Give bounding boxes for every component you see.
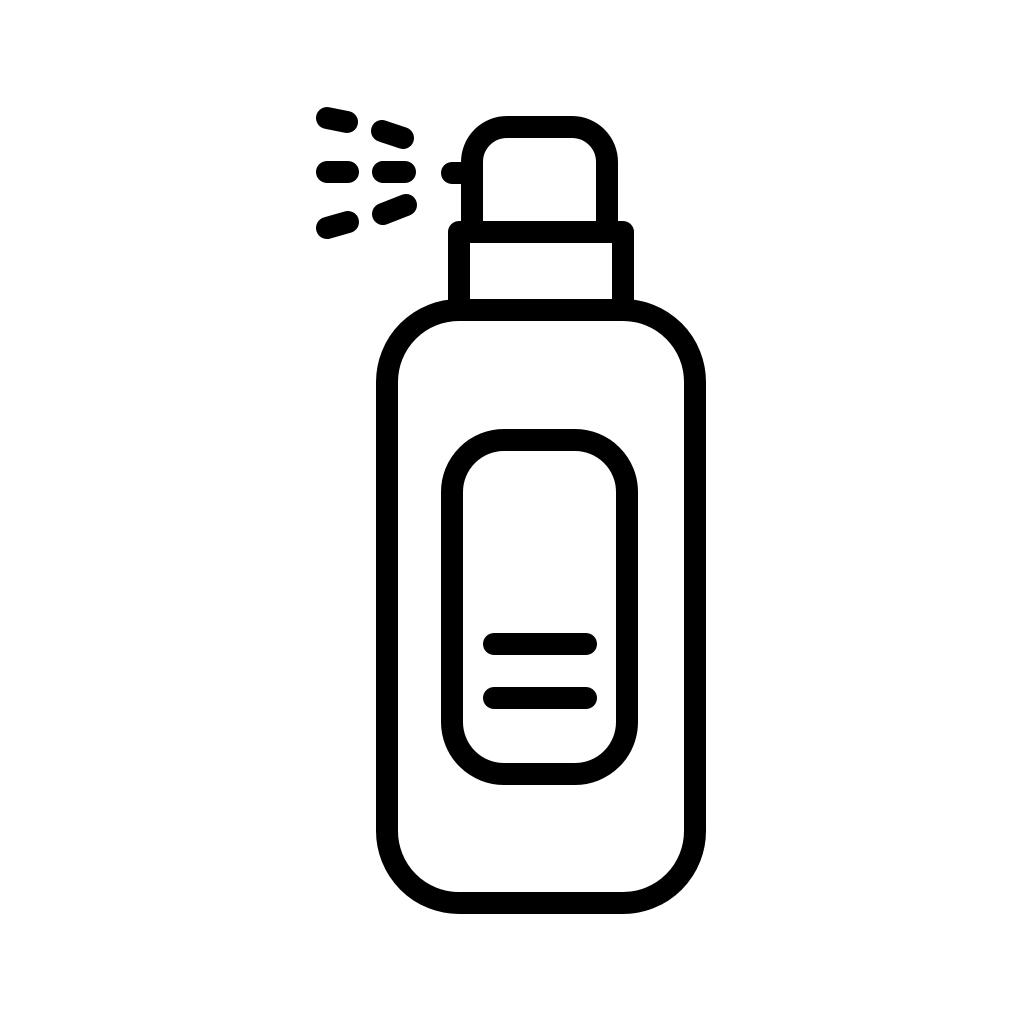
bottle-cap bbox=[461, 116, 618, 243]
mist-droplet bbox=[316, 211, 359, 239]
bottle-neck bbox=[448, 221, 634, 321]
mist-droplet bbox=[316, 107, 358, 133]
bottle-label bbox=[441, 429, 638, 785]
mist-droplet bbox=[371, 120, 414, 149]
spray-mist bbox=[316, 107, 417, 239]
mist-droplet bbox=[372, 194, 417, 225]
